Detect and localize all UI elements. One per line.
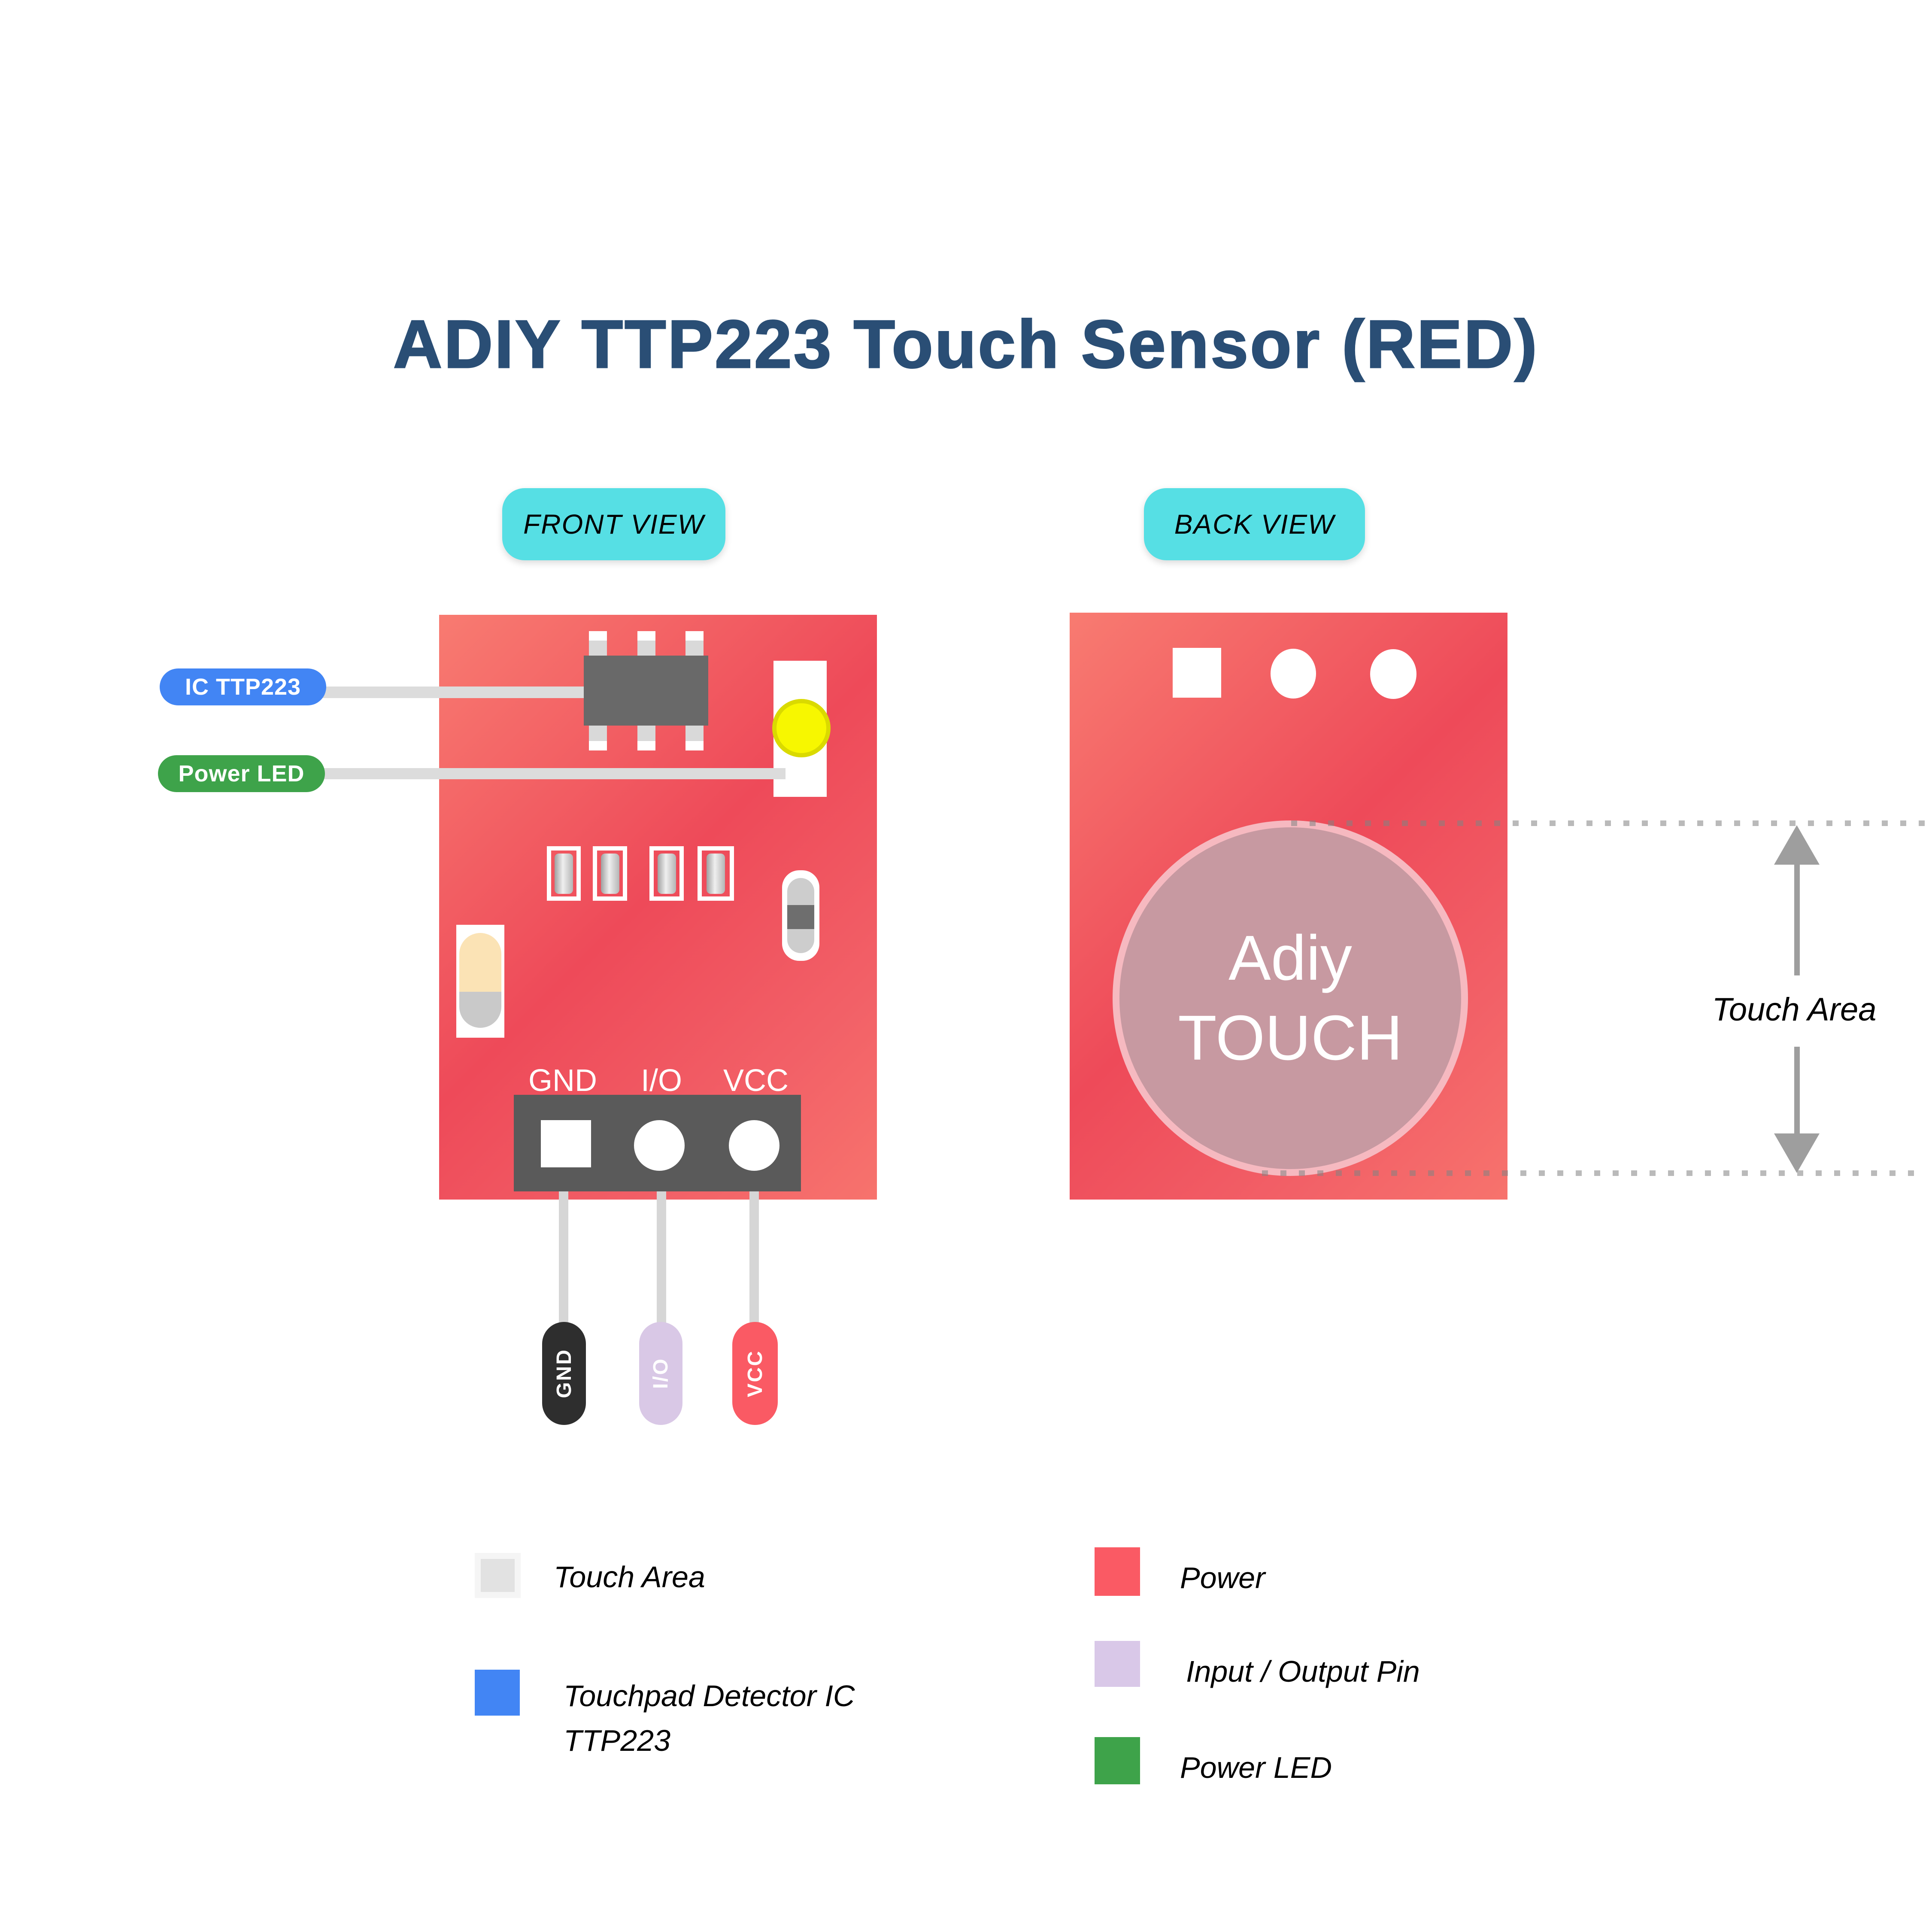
legend-swatch-power	[1095, 1547, 1140, 1596]
vcc-pad-round	[729, 1120, 779, 1171]
smd-resistor-body	[658, 854, 676, 894]
wire-tag-vcc: VCC	[732, 1322, 778, 1425]
front-pcb: GND I/O VCC	[439, 615, 877, 1200]
pad-label-io: I/O	[640, 1063, 682, 1098]
callout-ic-label: IC TTP223	[185, 674, 301, 700]
front-view-tag: FRONT VIEW	[502, 488, 725, 560]
vcc-wire	[749, 1162, 759, 1327]
capacitor	[456, 925, 504, 1038]
ic-chip-ttp223	[584, 656, 708, 726]
smd-diode	[782, 870, 819, 961]
touch-pad-word: TOUCH	[1178, 1002, 1403, 1073]
legend-label-detector-ic: Touchpad Detector IC TTP223	[564, 1674, 855, 1763]
front-view-label: FRONT VIEW	[523, 509, 704, 540]
arrow-down-icon	[1774, 1133, 1820, 1173]
gnd-wire	[559, 1162, 568, 1327]
arrow-up-icon	[1774, 825, 1820, 865]
smd-resistor	[593, 846, 627, 901]
callout-line-ic	[318, 687, 594, 698]
legend-label-detector-ic-line2: TTP223	[564, 1724, 670, 1757]
back-pad-round	[1370, 649, 1416, 699]
dimension-label: Touch Area	[1712, 991, 1877, 1028]
smd-resistor-body	[555, 854, 573, 894]
legend-label-power-led: Power LED	[1180, 1751, 1332, 1784]
back-pad-round	[1271, 649, 1316, 699]
power-led-dot	[772, 699, 831, 757]
legend-label-detector-ic-line1: Touchpad Detector IC	[564, 1679, 855, 1713]
io-pad-round	[634, 1120, 685, 1171]
smd-resistor-body	[601, 854, 619, 894]
pad-label-vcc: VCC	[723, 1063, 789, 1098]
wire-tag-gnd: GND	[542, 1322, 586, 1425]
smd-resistor	[698, 846, 734, 901]
back-pcb: Adiy TOUCH	[1070, 613, 1507, 1200]
back-pad-square	[1173, 648, 1221, 698]
legend-swatch-io-pin	[1095, 1641, 1140, 1687]
wire-tag-io: I/O	[639, 1322, 682, 1425]
pad-label-gnd: GND	[528, 1063, 597, 1098]
legend-swatch-touch-area	[475, 1553, 521, 1598]
legend-swatch-detector-ic	[475, 1670, 520, 1716]
dotted-guide-top	[1291, 820, 1926, 826]
smd-resistor	[547, 846, 581, 901]
legend-label-io-pin: Input / Output Pin	[1186, 1655, 1420, 1688]
io-wire	[657, 1162, 666, 1327]
smd-resistor	[649, 846, 684, 901]
touch-pad-brand: Adiy	[1228, 923, 1352, 993]
ic-pin	[637, 726, 655, 750]
ic-pin	[685, 631, 704, 656]
legend-swatch-power-led	[1095, 1737, 1140, 1784]
ic-pin	[685, 726, 704, 750]
page-title: ADIY TTP223 Touch Sensor (RED)	[393, 306, 1539, 383]
wire-tag-gnd-label: GND	[552, 1349, 576, 1398]
legend-label-power: Power	[1180, 1561, 1265, 1595]
smd-diode-body	[787, 878, 814, 953]
wire-tag-io-label: I/O	[649, 1358, 672, 1389]
legend-label-touch-area: Touch Area	[554, 1560, 705, 1594]
dimension-line-lower	[1794, 1047, 1800, 1135]
ic-pin	[589, 726, 607, 750]
callout-ic-ttp223: IC TTP223	[160, 668, 326, 705]
back-view-tag: BACK VIEW	[1144, 488, 1365, 560]
smd-resistor-body	[707, 854, 725, 894]
callout-power-led: Power LED	[158, 755, 325, 792]
wire-tag-vcc-label: VCC	[743, 1349, 767, 1397]
ic-pin	[637, 631, 655, 656]
callout-power-led-label: Power LED	[178, 761, 305, 787]
ic-pin	[589, 631, 607, 656]
touch-pad-area: Adiy TOUCH	[1113, 820, 1468, 1176]
back-view-label: BACK VIEW	[1174, 509, 1335, 540]
gnd-pad-square	[541, 1120, 591, 1167]
dotted-guide-bottom	[1262, 1170, 1926, 1176]
callout-line-power-led	[318, 768, 786, 779]
capacitor-body	[459, 933, 501, 1028]
dimension-line-upper	[1794, 860, 1800, 975]
